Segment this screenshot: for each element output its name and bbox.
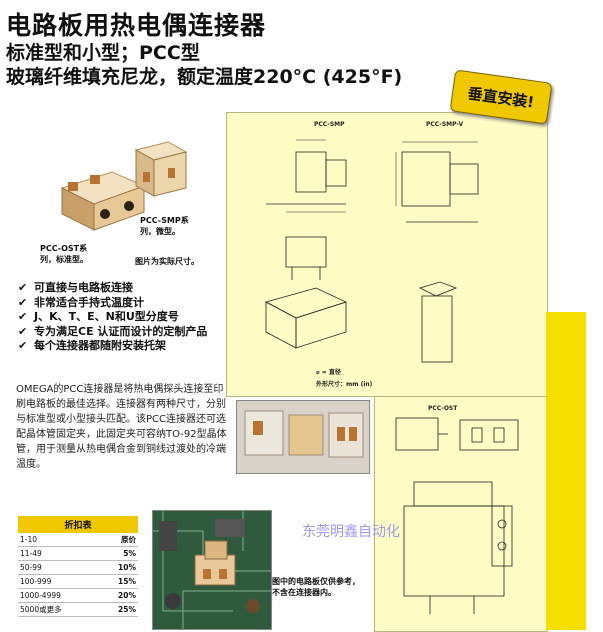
decorative-stripe [546,312,586,630]
connector-closeup-photo [236,400,370,474]
checkmark-icon: ✔ [18,310,28,323]
smp-dimension-drawing: PCC-SMP PCC-SMP-V ⌀ = 直径 外形尺寸：mm (in) [264,121,479,388]
connector-photos [60,141,188,231]
feature-item: ✔每个连接器都随附安装托架 [18,339,166,352]
checkmark-icon: ✔ [18,324,28,338]
checkmark-icon: ✔ [18,281,28,294]
ost-dimension-drawing: PCC-OST [395,405,519,614]
ost-caption: PCC-OST系列，标准型。 [40,244,88,264]
pcc-ost-photo [60,171,146,231]
smp-caption: PCC-SMP系列，微型。 [140,216,189,236]
legend-diameter: ⌀ = 直径 [316,368,341,376]
description-paragraph: OMEGA的PCC连接器是将热电偶探头连接至印刷电路板的最佳选择。连接器有两种尺… [16,384,227,470]
page-subtitle: 标准型和小型；PCC型 [6,42,200,64]
page-title: 电路板用热电偶连接器 [6,11,267,40]
smp-diagram-panel [226,112,548,397]
feature-item: ✔J、K、T、E、N和U型分度号 [18,310,179,323]
feature-list: ✔可直接与电路板连接 ✔非常适合手持式温度计 ✔J、K、T、E、N和U型分度号 … [18,281,207,354]
page-subtitle-rating: 玻璃纤维填充尼龙，额定温度220°C (425°F) [6,66,403,88]
feature-item: ✔可直接与电路板连接 [18,281,133,294]
watermark: 东莞明鑫自动化 [302,524,400,540]
feature-item: ✔非常适合手持式温度计 [18,295,144,309]
smpv-title: PCC-SMP-V [426,121,463,128]
checkmark-icon: ✔ [18,339,28,352]
actual-size-caption: 图片为实际尺寸。 [135,257,199,266]
board-note-caption: 图中的电路板仅供参考，不含在连接器内。 [272,577,360,597]
pcc-smp-photo [134,141,188,197]
circuit-board-photo [152,510,272,630]
checkmark-icon: ✔ [18,295,28,309]
smp-title: PCC-SMP [314,121,345,128]
legend-units: 外形尺寸：mm (in) [315,380,373,388]
feature-item: ✔专为满足CE 认证而设计的定制产品 [18,324,208,338]
discount-table-header: 折扣表 [18,516,138,533]
ost-diagram-panel [374,396,548,632]
ost-title: PCC-OST [428,405,458,412]
